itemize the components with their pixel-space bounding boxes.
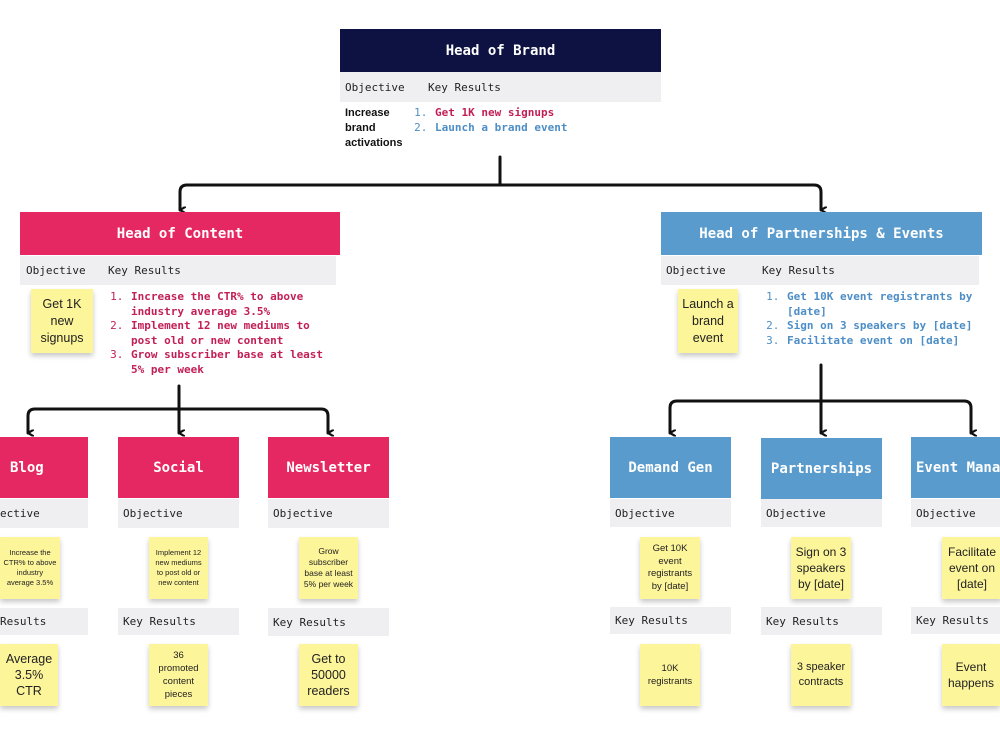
head-of-brand-key-results: Get 1K new signups Launch a brand event [418,106,658,135]
demand-gen-objective-note: Get 10K event registrants by [date] [640,537,700,599]
event-management-objective-band: Objective [911,499,1000,527]
key-result-item: Grow subscriber base at least 5% per wee… [130,348,337,377]
blog-header: Blog [0,437,88,498]
connector-partner-left [668,399,823,433]
demand-gen-objective-band: Objective [610,499,731,527]
newsletter-objective-band: Objective [268,499,389,528]
key-result-item: Get 1K new signups [434,106,658,121]
blog-title: Blog [10,459,44,476]
event-management-title: Event Mana [916,459,1000,476]
partnerships-title: Partnerships [770,460,873,477]
social-key-result-note: 36 promoted content pieces [149,644,208,706]
key-results-label: Key Results [766,614,839,628]
key-result-item: Sign on 3 speakers by [date] [786,319,978,334]
head-of-brand-title: Head of Brand [445,42,556,59]
head-of-content-title: Head of Content [116,225,244,242]
head-of-content-objective-note: Get 1K new signups [31,289,93,353]
partnerships-key-result-note: 3 speaker contracts [791,644,851,706]
event-management-objective-note: Facilitate event on [date] [942,537,1000,599]
key-result-item: Launch a brand event [434,121,658,136]
key-results-label: Key Results [108,264,181,277]
demand-gen-title: Demand Gen [628,459,713,476]
objective-label: Objective [123,507,183,520]
head-of-partnerships-key-results: Get 10K event registrants by [date] Sign… [768,290,978,348]
social-header: Social [118,437,239,498]
head-of-partnerships-header: Head of Partnerships & Events [661,212,982,255]
event-management-key-result-note: Event happens [942,644,1000,706]
blog-results-band: Results [0,608,88,635]
head-of-partnerships-title: Head of Partnerships & Events [699,225,944,242]
newsletter-title: Newsletter [286,459,371,476]
objective-label: Objective [766,506,826,520]
objective-label: Objective [666,264,726,277]
results-label: Results [0,615,47,628]
key-result-item: Implement 12 new mediums to post old or … [130,319,337,348]
connector-brand-left [178,183,502,210]
social-results-band: Key Results [118,608,239,635]
connector-partner-right [819,399,971,433]
demand-gen-header: Demand Gen [610,437,731,498]
event-management-header: Event Mana [911,437,1000,498]
social-objective-band: Objective [118,499,239,528]
newsletter-results-band: Key Results [268,608,389,636]
key-results-label: Key Results [762,264,835,277]
objective-label: Objective [615,506,675,520]
key-result-item: Get 10K event registrants by [date] [786,290,978,319]
head-of-content-labels: Objective Key Results [20,256,336,285]
blog-key-result-note: Average 3.5% CTR [0,644,58,706]
connector-content-left [26,407,181,433]
event-management-results-band: Key Results [911,607,1000,634]
connector-brand-right [498,183,821,210]
head-of-content-key-results: Increase the CTR% to above industry aver… [112,290,337,377]
newsletter-objective-note: Grow subscriber base at least 5% per wee… [299,537,358,599]
objective-label: Objective [345,80,405,94]
objective-label: Objective [26,264,86,277]
key-result-item: Increase the CTR% to above industry aver… [130,290,337,319]
key-results-label: Key Results [916,614,989,627]
head-of-brand-objective: Increase brand activations [345,107,403,149]
social-objective-note: Implement 12 new mediums to post old or … [149,537,208,599]
newsletter-key-result-note: Get to 50000 readers [299,644,358,706]
partnerships-objective-band: Objective [761,499,882,527]
key-results-label: Key Results [428,80,501,94]
head-of-brand-labels: Objective Key Results [340,72,661,102]
connector-content-right [177,407,328,433]
partnerships-results-band: Key Results [761,607,882,635]
key-result-item: Facilitate event on [date] [786,334,978,349]
key-results-label: Key Results [615,614,688,627]
key-results-label: Key Results [273,615,346,629]
head-of-partnerships-labels: Objective Key Results [661,256,979,285]
head-of-partnerships-objective-note: Launch a brand event [678,289,738,353]
head-of-content-header: Head of Content [20,212,340,255]
newsletter-header: Newsletter [268,437,389,498]
blog-objective-band: ective [0,499,88,528]
demand-gen-results-band: Key Results [610,607,731,634]
blog-objective-note: Increase the CTR% to above industry aver… [0,537,60,599]
objective-label: Objective [273,507,333,520]
objective-label: Objective [916,506,976,520]
social-title: Social [153,459,204,476]
key-results-label: Key Results [123,615,196,628]
partnerships-header: Partnerships [761,438,882,499]
head-of-brand-header: Head of Brand [340,29,661,72]
partnerships-objective-note: Sign on 3 speakers by [date] [791,537,851,599]
demand-gen-key-result-note: 10K registrants [640,644,700,706]
objective-label: ective [0,507,40,520]
